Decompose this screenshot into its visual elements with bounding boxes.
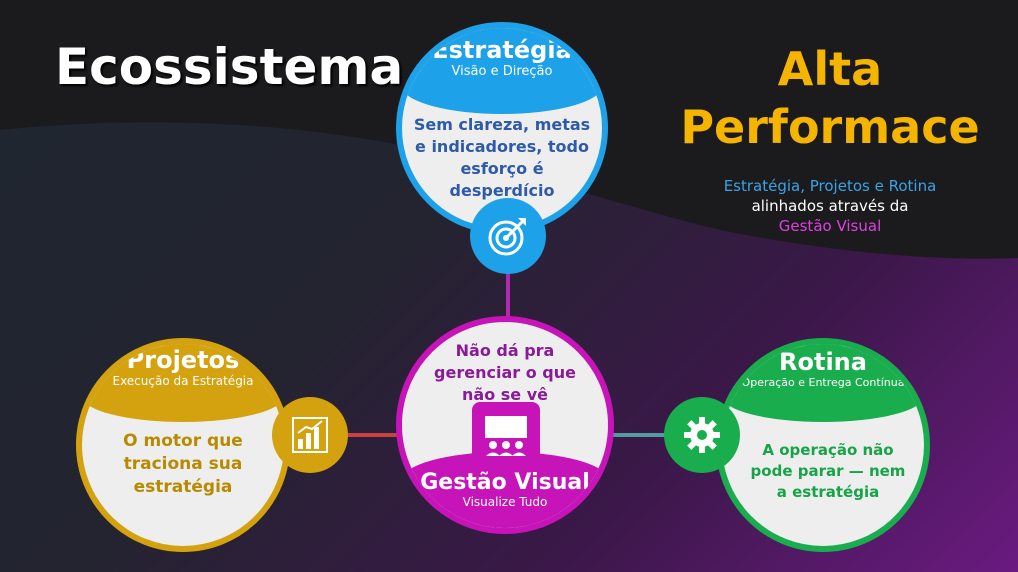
projetos-body-line2: traciona sua xyxy=(123,454,243,474)
projetos-title: Projetos xyxy=(126,346,240,374)
estrategia-body-line4: desperdício xyxy=(449,181,555,200)
estrategia-subtitle: Visão e Direção xyxy=(451,64,553,79)
estrategia-cap: Estratégia Visão e Direção xyxy=(402,28,602,114)
estrategia-circle: Estratégia Visão e Direção Sem clareza, … xyxy=(396,22,608,234)
rotina-circle: Rotina Operação e Entrega Contínua A ope… xyxy=(716,338,930,552)
target-icon xyxy=(470,198,546,274)
projetos-body-line3: estratégia xyxy=(133,477,233,497)
projetos-body-line1: O motor que xyxy=(123,431,243,451)
gestao-body-line2: gerenciar o que xyxy=(434,363,576,382)
estrategia-body: Sem clareza, metas e indicadores, todo e… xyxy=(402,114,602,202)
gestao-body: Não dá pra gerenciar o que não se vê xyxy=(402,340,608,406)
subtitle: Estratégia, Projetos e Rotina alinhados … xyxy=(660,176,1000,236)
gestao-title: Gestão Visual xyxy=(420,470,590,495)
rotina-body: A operação não pode parar — nem a estrat… xyxy=(732,440,924,503)
gestao-body-line3: não se vê xyxy=(462,385,548,404)
gestao-body-line1: Não dá pra xyxy=(455,341,555,360)
rotina-cap: Rotina Operação e Entrega Contínua xyxy=(722,344,924,422)
right-title-line2: Performace xyxy=(680,100,980,154)
estrategia-body-line3: esforço é xyxy=(460,159,544,178)
left-title: Ecossistema xyxy=(55,38,404,96)
rotina-title: Rotina xyxy=(779,348,867,376)
estrategia-body-line1: Sem clareza, metas xyxy=(413,115,591,134)
right-title-line1: Alta xyxy=(777,42,883,96)
subtitle-line2: alinhados através da xyxy=(751,197,909,215)
projetos-cap: Projetos Execução da Estratégia xyxy=(82,344,284,422)
gestao-circle: Não dá pra gerenciar o que não se vê Ges… xyxy=(396,316,614,534)
bar-chart-icon xyxy=(272,397,348,473)
right-title: Alta Performace xyxy=(660,40,1000,156)
subtitle-line1: Estratégia, Projetos e Rotina xyxy=(723,177,937,195)
rotina-body-line3: a estratégia xyxy=(776,483,880,501)
gestao-subtitle: Visualize Tudo xyxy=(462,495,548,509)
projetos-subtitle: Execução da Estratégia xyxy=(112,374,254,388)
presentation-board-icon xyxy=(472,402,540,468)
rotina-body-line1: A operação não xyxy=(762,441,894,459)
estrategia-body-line2: e indicadores, todo xyxy=(415,137,589,156)
subtitle-line3: Gestão Visual xyxy=(778,217,882,235)
gear-icon xyxy=(664,397,740,473)
estrategia-title: Estratégia xyxy=(432,36,572,64)
projetos-body: O motor que traciona sua estratégia xyxy=(82,430,284,499)
rotina-body-line2: pode parar — nem xyxy=(750,462,906,480)
rotina-subtitle: Operação e Entrega Contínua xyxy=(741,376,905,389)
projetos-circle: Projetos Execução da Estratégia O motor … xyxy=(76,338,290,552)
